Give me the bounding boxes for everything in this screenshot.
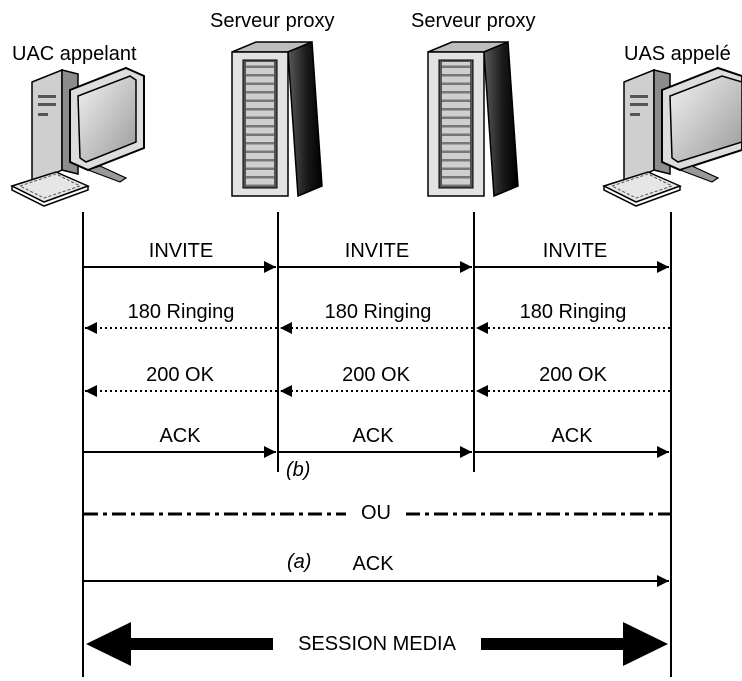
ringing-label-1: 180 Ringing [127,301,235,323]
invite-label-3: INVITE [542,240,608,262]
session-media-label: SESSION MEDIA [298,633,456,655]
annotation-b: (b) [286,459,311,481]
proxy1-label: Serveur proxy [210,10,335,32]
ack-direct-label: ACK [352,553,394,575]
ringing-label-3: 180 Ringing [519,301,627,323]
proxy-server-2-icon [427,40,519,198]
proxy2-label: Serveur proxy [411,10,536,32]
callee-label: UAS appelé [624,43,731,65]
annotation-a: (a) [287,551,312,573]
ok-label-1: 200 OK [146,364,214,386]
callee-computer-icon [602,66,742,207]
ack-label-1: ACK [159,425,201,447]
ok-label-2: 200 OK [342,364,410,386]
caller-computer-icon [10,66,145,207]
ok-label-3: 200 OK [539,364,607,386]
session-media-arrow [86,622,668,666]
ack-label-3: ACK [551,425,593,447]
ack-label-2: ACK [352,425,394,447]
invite-label-2: INVITE [344,240,410,262]
caller-label: UAC appelant [12,43,137,65]
ou-label: OU [361,502,391,524]
proxy-server-1-icon [231,40,323,198]
ringing-label-2: 180 Ringing [324,301,432,323]
invite-label-1: INVITE [148,240,214,262]
